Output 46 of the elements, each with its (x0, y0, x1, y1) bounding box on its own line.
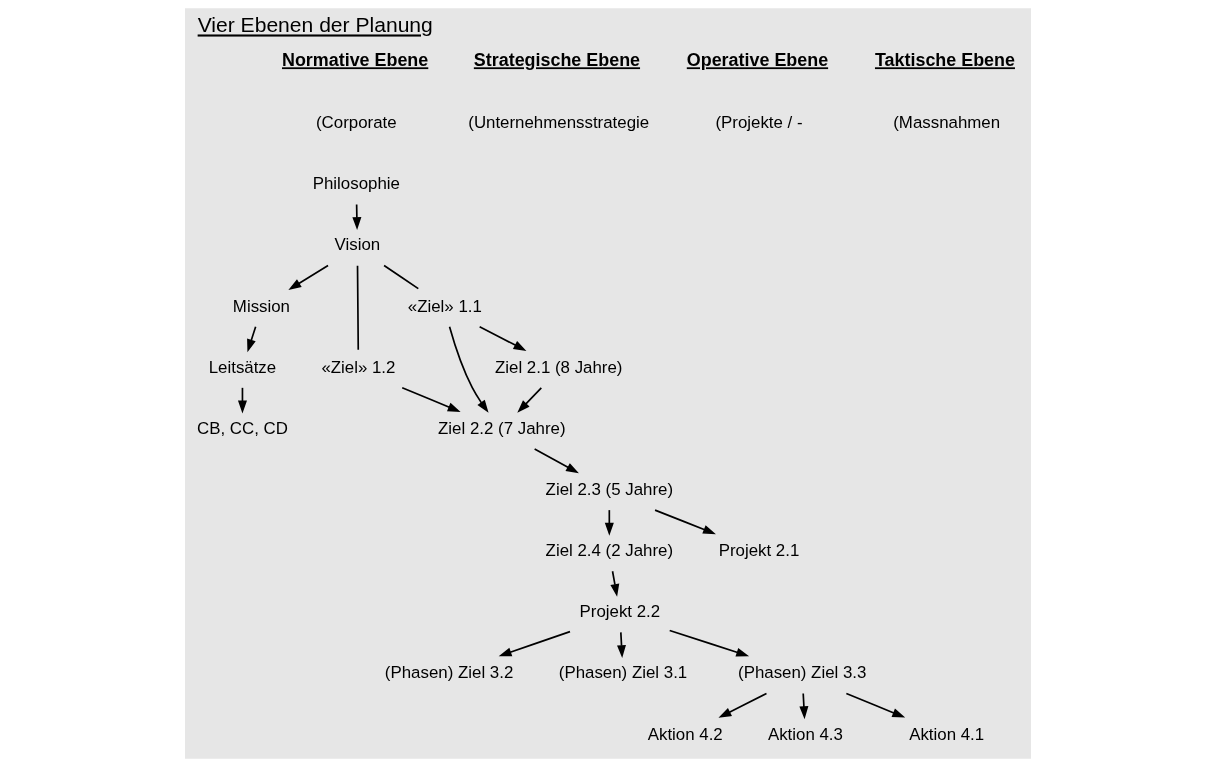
arrow (654, 509, 716, 535)
arrow (448, 326, 489, 413)
node-text: Projekt 2.2 (579, 602, 661, 622)
arrow (617, 631, 626, 659)
node-text: «Ziel» 1.1 (407, 296, 482, 316)
node-text: (Phasen) Ziel 3.2 (384, 663, 514, 683)
node-text: (Phasen) Ziel 3.1 (558, 663, 688, 683)
arrow (288, 264, 329, 290)
arrow (352, 203, 362, 231)
node-text: Philosophie (312, 174, 400, 194)
arrow (845, 692, 906, 718)
node-text: Aktion 4.3 (767, 724, 843, 744)
node-text: (Phasen) Ziel 3.3 (738, 663, 867, 683)
node-text: Aktion 4.1 (909, 724, 985, 744)
connector (356, 264, 360, 351)
node-text: Mission (232, 296, 291, 316)
arrow (247, 325, 257, 353)
node-text: Ziel 2.3 (5 Jahre) (545, 480, 674, 500)
label: Taktische Ebene (874, 50, 1015, 71)
connector (383, 264, 420, 290)
node-text: Aktion 4.2 (647, 724, 723, 744)
arrow (498, 630, 571, 657)
arrow (718, 692, 768, 718)
node-text: CB, CC, CD (197, 418, 288, 438)
label: (Massnahmen (893, 113, 1001, 133)
node-text: «Ziel» 1.2 (321, 357, 396, 377)
node-text: Vision (334, 235, 381, 255)
node-text: Leitsätze (208, 357, 277, 377)
node-text: Projekt 2.1 (718, 541, 800, 561)
label: (Corporate (316, 113, 397, 133)
arrow (610, 570, 620, 597)
node-text: Ziel 2.1 (8 Jahre) (495, 357, 623, 377)
label: Strategische Ebene (473, 50, 641, 71)
arrow (517, 387, 543, 413)
label: Normative Ebene (281, 50, 429, 71)
node-text: Ziel 2.2 (7 Jahre) (438, 418, 566, 438)
diagram-title: Vier Ebenen der Planung (197, 13, 433, 37)
node-text: Ziel 2.4 (2 Jahre) (545, 541, 674, 561)
arrow (401, 387, 461, 412)
arrow (478, 325, 527, 351)
arrow (533, 448, 579, 474)
label: (Projekte / - (715, 113, 803, 133)
label: (Unternehmensstrategie (468, 113, 650, 133)
arrow (668, 629, 750, 657)
arrow (604, 509, 614, 536)
label: Operative Ebene (686, 50, 829, 71)
